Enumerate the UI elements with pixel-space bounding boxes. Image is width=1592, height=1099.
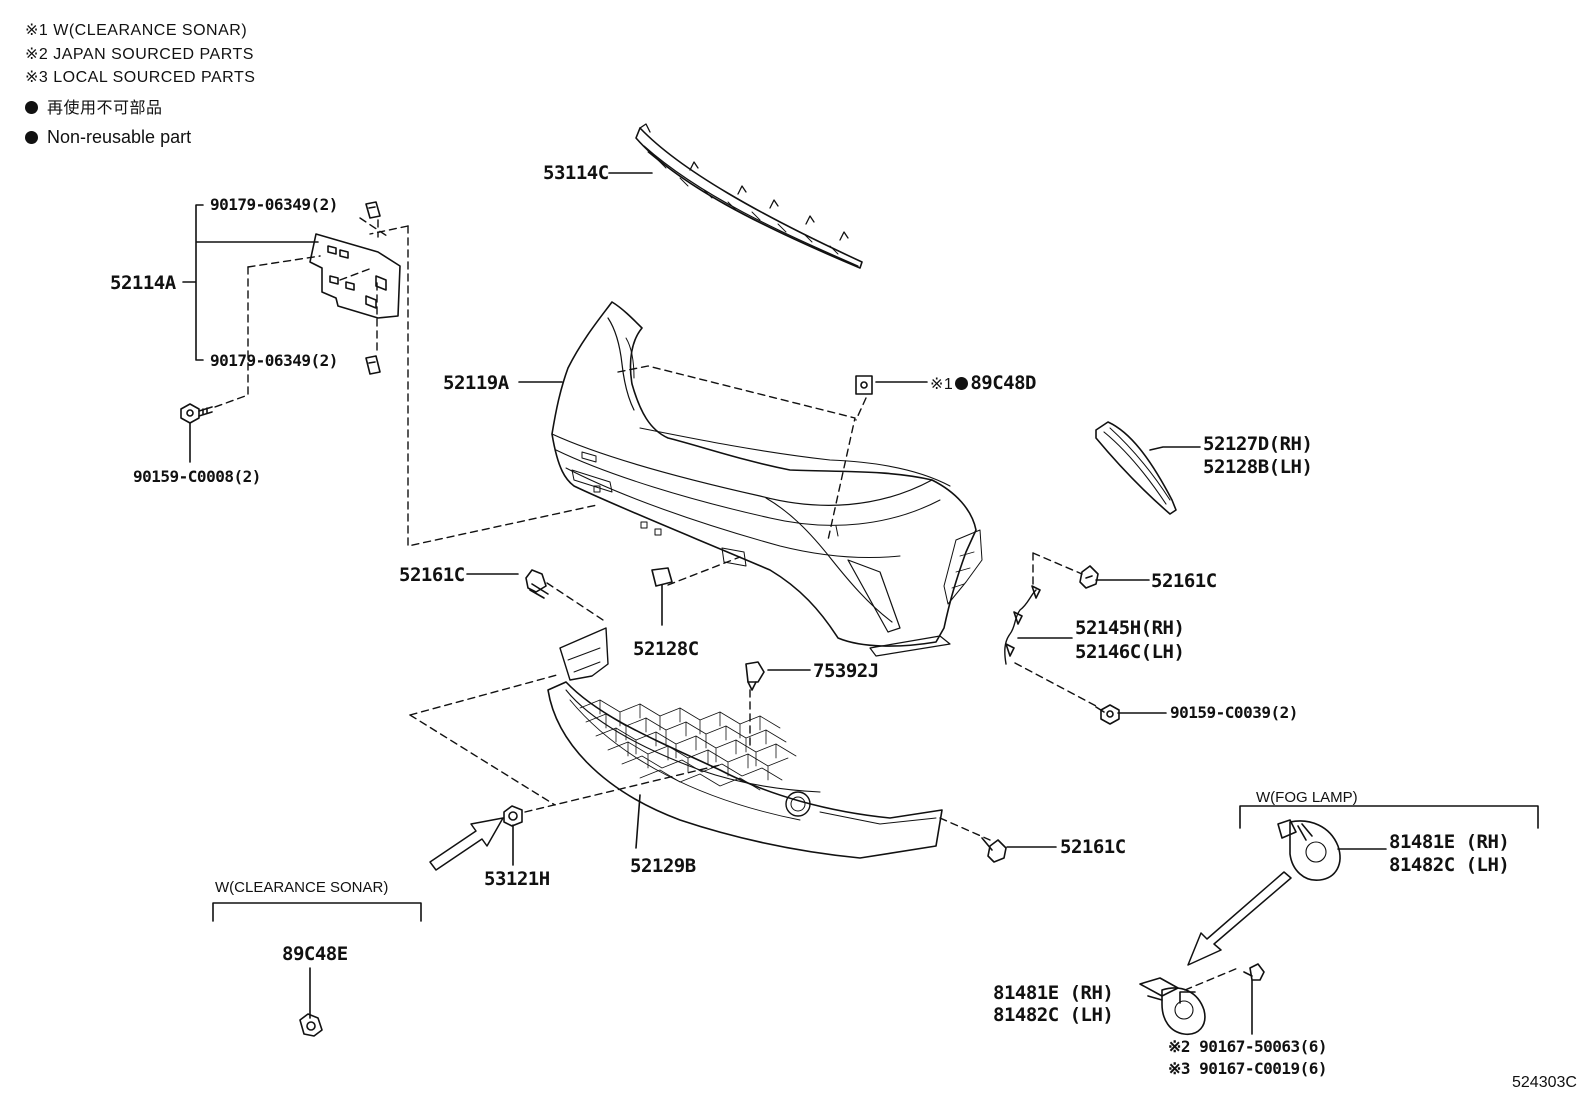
part-label-52161C-left[interactable]: 52161C	[399, 564, 465, 586]
part-label-90159-C0039[interactable]: 90159-C0039(2)	[1170, 703, 1298, 722]
part-label-52119A[interactable]: 52119A	[443, 372, 509, 394]
license-bracket-52114A	[309, 201, 401, 375]
upper-garnish-53114C	[635, 123, 863, 269]
leader-52127D	[1149, 446, 1201, 451]
note-local-sourced: ※3 LOCAL SOURCED PARTS	[25, 69, 256, 86]
bumper-cover-52119A	[551, 301, 983, 657]
part-label-89C48D-text: 89C48D	[970, 372, 1036, 394]
part-label-53121H[interactable]: 53121H	[484, 868, 550, 890]
note-clearance-sonar: ※1 W(CLEARANCE SONAR)	[25, 22, 248, 39]
part-label-81481E-top[interactable]: 81481E (RH)	[1389, 831, 1510, 853]
clip-52161C-left	[525, 569, 549, 599]
note-non-reusable-jp-text: 再使用不可部品	[47, 100, 163, 117]
part-label-75392J[interactable]: 75392J	[813, 660, 879, 682]
clip-top	[365, 201, 381, 219]
part-label-81481E-bottom[interactable]: 81481E (RH)	[993, 982, 1114, 1004]
clip-52161C-bottom	[981, 837, 1007, 863]
screw-90159-C0039	[1095, 704, 1120, 725]
screw-90159-C0008	[180, 403, 213, 424]
leader-52129B	[635, 794, 641, 849]
sonar-retainer-53121H	[503, 805, 523, 827]
figure-id: 524303C	[1512, 1074, 1577, 1091]
bracket-fog-lamp	[1239, 805, 1539, 829]
caption-clearance-sonar: W(CLEARANCE SONAR)	[215, 879, 389, 896]
part-label-52129B[interactable]: 52129B	[630, 855, 696, 877]
part-label-90167-50063[interactable]: ※2 90167-50063(6)	[1168, 1037, 1328, 1056]
harness-52145H	[1004, 585, 1041, 665]
part-label-52161C-right[interactable]: 52161C	[1151, 570, 1217, 592]
part-label-89C48D[interactable]: ※1 89C48D	[930, 374, 1036, 393]
part-label-52161C-bottom[interactable]: 52161C	[1060, 836, 1126, 858]
fog-lamp-bezel-bottom	[1139, 977, 1206, 1035]
part-label-89C48D-mark: ※1	[930, 376, 954, 393]
note-non-reusable-en-text: Non-reusable part	[47, 127, 192, 147]
part-label-90179-06349-top[interactable]: 90179-06349(2)	[210, 195, 338, 214]
part-label-81482C-top[interactable]: 81482C (LH)	[1389, 854, 1510, 876]
part-label-52145H[interactable]: 52145H(RH)	[1075, 617, 1185, 639]
bullet-icon	[25, 101, 38, 114]
part-label-52146C[interactable]: 52146C(LH)	[1075, 641, 1185, 663]
cover-52128C	[651, 567, 673, 587]
arrow-to-fog-lamp	[1187, 871, 1292, 966]
arrows	[429, 817, 1292, 966]
sonar-bracket-89C48D	[855, 375, 873, 395]
part-label-53114C[interactable]: 53114C	[543, 162, 609, 184]
bullet-icon	[25, 131, 38, 144]
clip-75392J	[745, 661, 765, 691]
leader-52114A	[182, 204, 319, 361]
part-label-89C48E[interactable]: 89C48E	[282, 943, 348, 965]
fog-lamp-bezel-top	[1277, 819, 1341, 881]
screw-90167	[1243, 963, 1265, 981]
part-label-52128B[interactable]: 52128B(LH)	[1203, 456, 1313, 478]
part-label-52127D[interactable]: 52127D(RH)	[1203, 433, 1313, 455]
bracket-clearance-sonar	[212, 902, 422, 922]
lower-grille-52129B	[547, 627, 943, 859]
part-label-81482C-bottom[interactable]: 81482C (LH)	[993, 1004, 1114, 1026]
clip-bottom	[365, 355, 381, 375]
non-reusable-icon	[955, 377, 969, 390]
part-label-90167-C0019[interactable]: ※3 90167-C0019(6)	[1168, 1059, 1328, 1078]
side-garnish-52127D	[1095, 421, 1177, 515]
note-non-reusable-jp: 再使用不可部品	[25, 101, 163, 117]
dashed-lines	[214, 217, 1239, 991]
clip-52161C-right	[1079, 565, 1099, 589]
note-japan-sourced: ※2 JAPAN SOURCED PARTS	[25, 46, 254, 63]
caption-fog-lamp: W(FOG LAMP)	[1256, 789, 1358, 806]
part-label-52114A[interactable]: 52114A	[110, 272, 176, 294]
arrow-to-53121H	[429, 817, 504, 871]
note-non-reusable-en: Non-reusable part	[25, 128, 191, 146]
part-label-90179-06349-bottom[interactable]: 90179-06349(2)	[210, 351, 338, 370]
part-label-90159-C0008[interactable]: 90159-C0008(2)	[133, 467, 261, 486]
sonar-retainer-89C48E	[299, 1013, 323, 1037]
leader-lines	[182, 172, 1539, 1035]
grille-mesh	[579, 699, 797, 791]
part-label-52128C[interactable]: 52128C	[633, 638, 699, 660]
